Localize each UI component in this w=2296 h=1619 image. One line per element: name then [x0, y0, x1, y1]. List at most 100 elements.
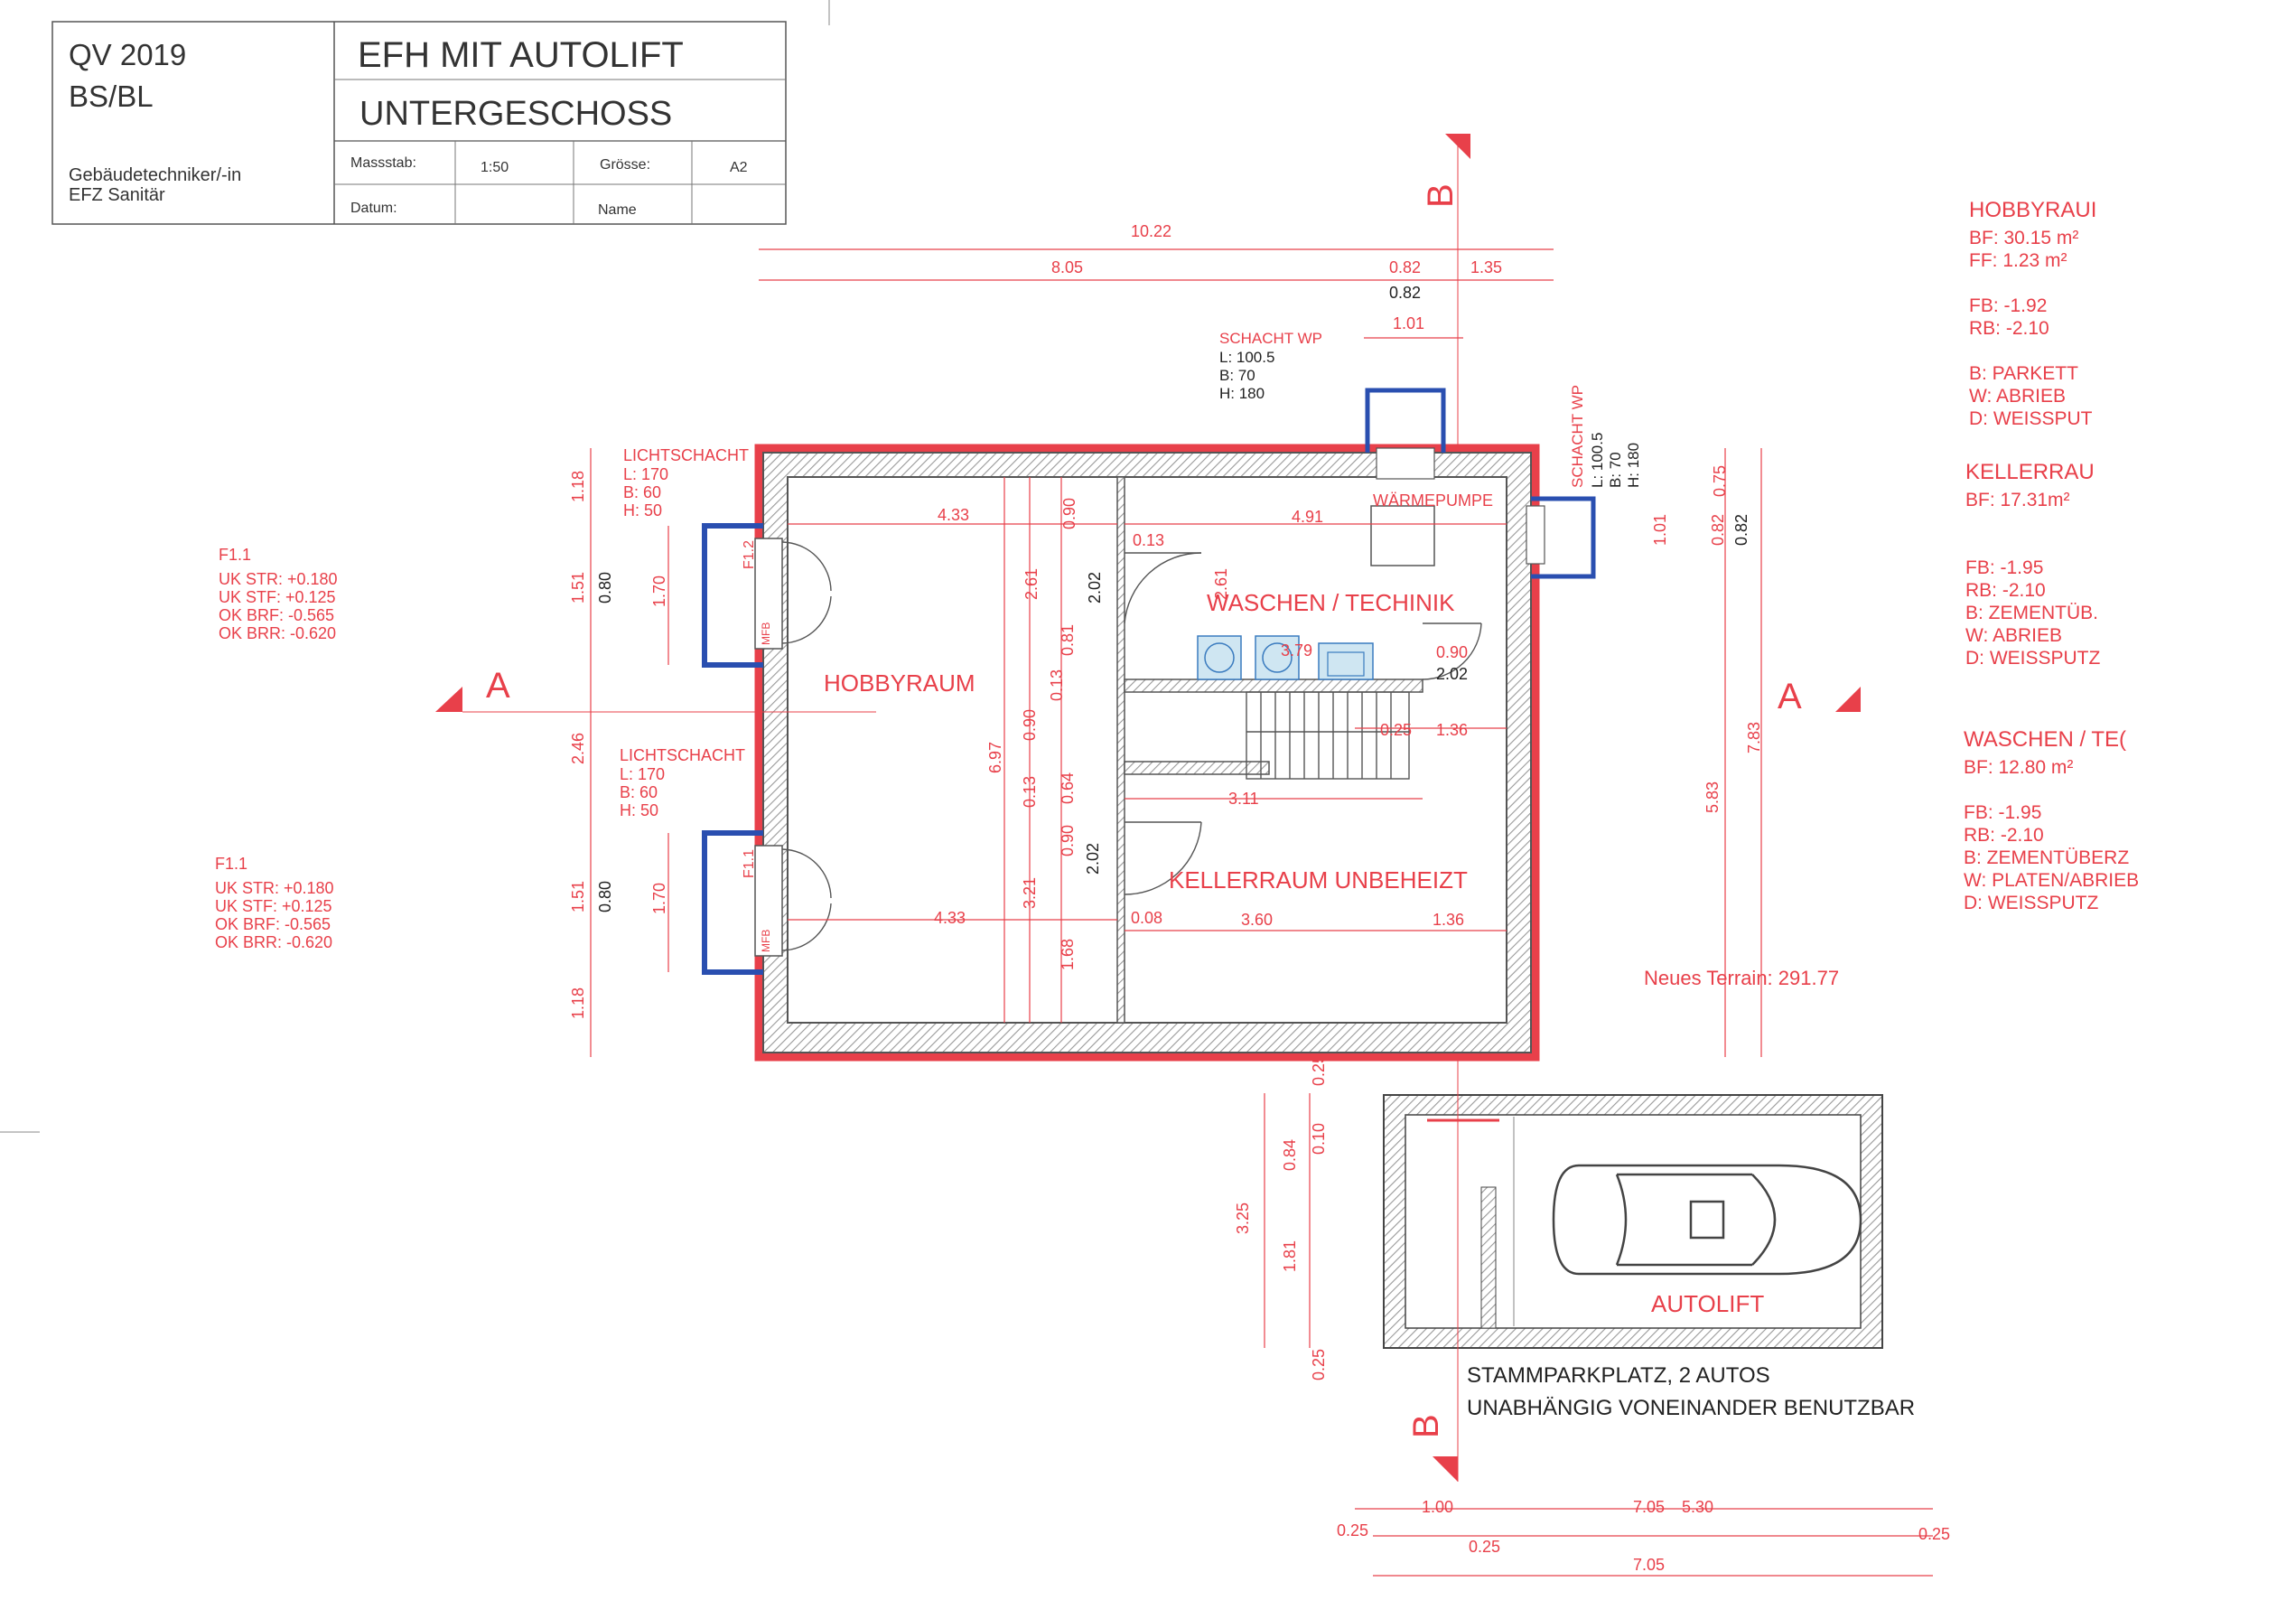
legend-room-line: B: PARKETT — [1969, 363, 2078, 384]
dim-left-2: 1.51 — [569, 572, 587, 604]
dim-gar-325: 3.25 — [1234, 1203, 1252, 1234]
dim-right-082a: 0.82 — [1709, 514, 1727, 546]
legend-room-line: D: WEISSPUT — [1969, 408, 2093, 429]
lichtschacht-upper-h: H: 50 — [623, 501, 662, 519]
dim-right-075: 0.75 — [1711, 465, 1729, 497]
dim-wt-h2: 2.61 — [1212, 568, 1230, 600]
scale-value: 1:50 — [481, 160, 509, 175]
dim-311: 3.11 — [1228, 790, 1259, 808]
dim-left-5: 1.18 — [569, 987, 587, 1019]
lichtschacht-lower-l: L: 170 — [620, 765, 665, 783]
legend-room-name: KELLERRAU — [1965, 460, 2095, 484]
dim-090d: 0.90 — [1436, 643, 1468, 661]
dim-136a: 1.36 — [1436, 721, 1468, 739]
dim-090b: 0.90 — [1021, 709, 1039, 741]
dim-wt-h: 2.61 — [1022, 568, 1041, 600]
size-value: A2 — [730, 160, 748, 175]
parking-note-2: UNABHÄNGIG VONEINANDER BENUTZBAR — [1467, 1396, 1915, 1420]
section-b-top: B — [1421, 183, 1461, 208]
dim-bot-530: 5.30 — [1682, 1498, 1713, 1516]
dim-door-090a: 0.90 — [1060, 498, 1078, 529]
dim-top-c: 1.35 — [1470, 258, 1502, 276]
dim-top-d: 0.82 — [1389, 284, 1421, 302]
title-block: QV 2019 BS/BL Gebäudetechniker/-in EFZ S… — [51, 21, 787, 225]
drawing-subtitle: UNTERGESCHOSS — [359, 95, 672, 133]
dim-bot-025b: 0.25 — [1469, 1538, 1500, 1556]
lichtschacht-lower-b: B: 60 — [620, 783, 658, 801]
lichtschacht-lower — [702, 830, 832, 975]
dim-gar-025a: 0.25 — [1310, 1054, 1328, 1086]
dim-right-082b: 0.82 — [1732, 514, 1750, 546]
dim-win-h1: 0.80 — [596, 572, 614, 604]
dim-321: 3.21 — [1021, 877, 1039, 909]
dim-hobby-w2: 4.33 — [934, 909, 966, 927]
legend-room-name: WASCHEN / TE( — [1964, 727, 2126, 752]
window-lower-ok-brf: OK BRF: -0.565 — [215, 915, 331, 933]
schacht-wp-top-l: L: 100.5 — [1219, 349, 1274, 366]
dim-gar-181: 1.81 — [1281, 1240, 1299, 1272]
dim-360: 3.60 — [1241, 911, 1273, 929]
window-lower-name: F1.1 — [215, 855, 247, 873]
dim-013b: 0.13 — [1048, 669, 1066, 701]
window-tag-f12: F1.2 — [742, 540, 757, 569]
window-upper-uk-stf: UK STF: +0.125 — [219, 588, 336, 606]
dim-008: 0.08 — [1131, 909, 1162, 927]
dim-wt-w: 4.91 — [1292, 508, 1323, 526]
window-tag-f11: F1.1 — [742, 849, 757, 878]
dim-door-202a: 2.02 — [1086, 572, 1104, 604]
legend-room-line: FB: -1.95 — [1965, 557, 2043, 578]
dim-bot-705b: 7.05 — [1633, 1556, 1665, 1574]
lichtschacht-upper-l: L: 170 — [623, 465, 668, 483]
dimension-lines — [590, 248, 1933, 1577]
dim-202b: 2.02 — [1084, 843, 1102, 875]
schacht-wp-top-title: SCHACHT WP — [1219, 330, 1322, 347]
building-outline — [754, 444, 1540, 1062]
window-upper-uk-str: UK STR: +0.180 — [219, 570, 338, 588]
legend-room-line: FF: 1.23 m² — [1969, 250, 2067, 271]
room-waschen-label: WASCHEN / TECHINIK — [1207, 589, 1455, 616]
dim-gar-025b: 0.25 — [1310, 1349, 1328, 1380]
dim-081: 0.81 — [1059, 624, 1077, 656]
window-lower-uk-str: UK STR: +0.180 — [215, 879, 334, 897]
schacht-wp-top-h: H: 180 — [1219, 385, 1265, 402]
legend-room-line: BF: 12.80 m² — [1964, 757, 2073, 778]
dim-bot-705a: 7.05 — [1633, 1498, 1665, 1516]
lichtschacht-lower-h: H: 50 — [620, 801, 658, 819]
lichtschacht-lower-title: LICHTSCHACHT — [620, 746, 745, 764]
lichtschacht-upper — [702, 523, 832, 668]
date-label: Datum: — [350, 201, 397, 216]
dim-090c: 0.90 — [1059, 825, 1077, 856]
dim-sill-1: 1.70 — [650, 576, 668, 607]
section-b-bottom: B — [1406, 1414, 1446, 1438]
schacht-wp-top-box — [1365, 388, 1446, 480]
dim-hobby-len: 6.97 — [986, 742, 1004, 773]
legend-room-line: FB: -1.92 — [1969, 295, 2047, 316]
dim-left-3: 2.46 — [569, 733, 587, 764]
car-icon — [1552, 1164, 1862, 1276]
legend-room-name: HOBBYRAUI — [1969, 198, 2096, 222]
dim-202c: 2.02 — [1436, 665, 1468, 683]
autolift-garage — [1383, 1094, 1883, 1349]
window-lower-ok-brr: OK BRR: -0.620 — [215, 933, 332, 951]
lichtschacht-upper-b: B: 60 — [623, 483, 661, 501]
dim-right-101: 1.01 — [1651, 514, 1669, 546]
dim-gar-084: 0.84 — [1281, 1139, 1299, 1171]
schacht-wp-side-l: L: 100.5 — [1589, 433, 1606, 488]
window-lower-uk-stf: UK STF: +0.125 — [215, 897, 332, 915]
dim-bot-025c: 0.25 — [1918, 1525, 1950, 1543]
dim-top-a: 8.05 — [1051, 258, 1083, 276]
dim-left-1: 1.18 — [569, 471, 587, 502]
legend-room-line: B: ZEMENTÜBERZ — [1964, 847, 2129, 868]
dim-064: 0.64 — [1059, 772, 1077, 804]
legend-room-line: D: WEISSPUTZ — [1965, 648, 2101, 669]
legend-room-line: RB: -2.10 — [1965, 580, 2046, 601]
scale-label: Massstab: — [350, 155, 416, 171]
dim-right-583: 5.83 — [1703, 781, 1722, 813]
schacht-wp-side-b: B: 70 — [1607, 452, 1624, 488]
dim-gar-010: 0.10 — [1310, 1123, 1328, 1155]
dim-right-783: 7.83 — [1745, 722, 1763, 753]
size-label: Grösse: — [600, 157, 650, 173]
room-keller-label: KELLERRAUM UNBEHEIZT — [1169, 866, 1468, 894]
legend-room-line: RB: -2.10 — [1969, 318, 2049, 339]
